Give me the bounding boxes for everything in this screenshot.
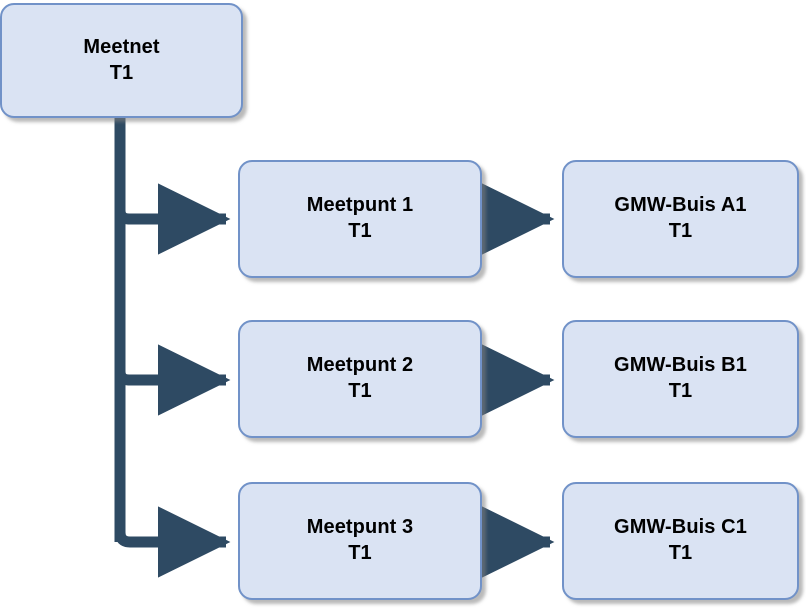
node-meetpunt-1[interactable]: Meetpunt 1 T1 <box>238 160 482 278</box>
node-label-sub: T1 <box>668 220 693 242</box>
node-label-sub: T1 <box>348 220 372 242</box>
node-meetpunt-3[interactable]: Meetpunt 3 T1 <box>238 482 482 600</box>
edge-meetnet-meetpunt-1 <box>114 183 231 255</box>
edge-meetnet-meetpunt-2 <box>114 344 231 416</box>
node-label-main: GMW-Buis C1 <box>614 516 747 539</box>
node-label-main: Meetpunt 2 <box>306 354 414 377</box>
edge-meetnet-meetpunt-3 <box>114 506 231 578</box>
node-label-sub: T1 <box>348 542 372 564</box>
node-meetpunt-2[interactable]: Meetpunt 2 T1 <box>238 320 482 438</box>
node-label-main: Meetnet <box>83 35 160 58</box>
node-gmw-buis-a1[interactable]: GMW-Buis A1 T1 <box>562 160 799 278</box>
node-label-sub: T1 <box>668 542 693 564</box>
node-label-sub: T1 <box>109 61 134 84</box>
node-label-main: GMW-Buis B1 <box>614 354 747 377</box>
node-label-main: Meetpunt 1 <box>306 194 414 217</box>
node-gmw-buis-b1[interactable]: GMW-Buis B1 T1 <box>562 320 799 438</box>
node-gmw-buis-c1[interactable]: GMW-Buis C1 T1 <box>562 482 799 600</box>
node-meetnet[interactable]: Meetnet T1 <box>0 3 243 118</box>
node-label-sub: T1 <box>668 380 693 402</box>
node-label-main: Meetpunt 3 <box>306 516 414 539</box>
node-label-main: GMW-Buis A1 <box>614 194 747 217</box>
node-label-sub: T1 <box>348 380 372 402</box>
